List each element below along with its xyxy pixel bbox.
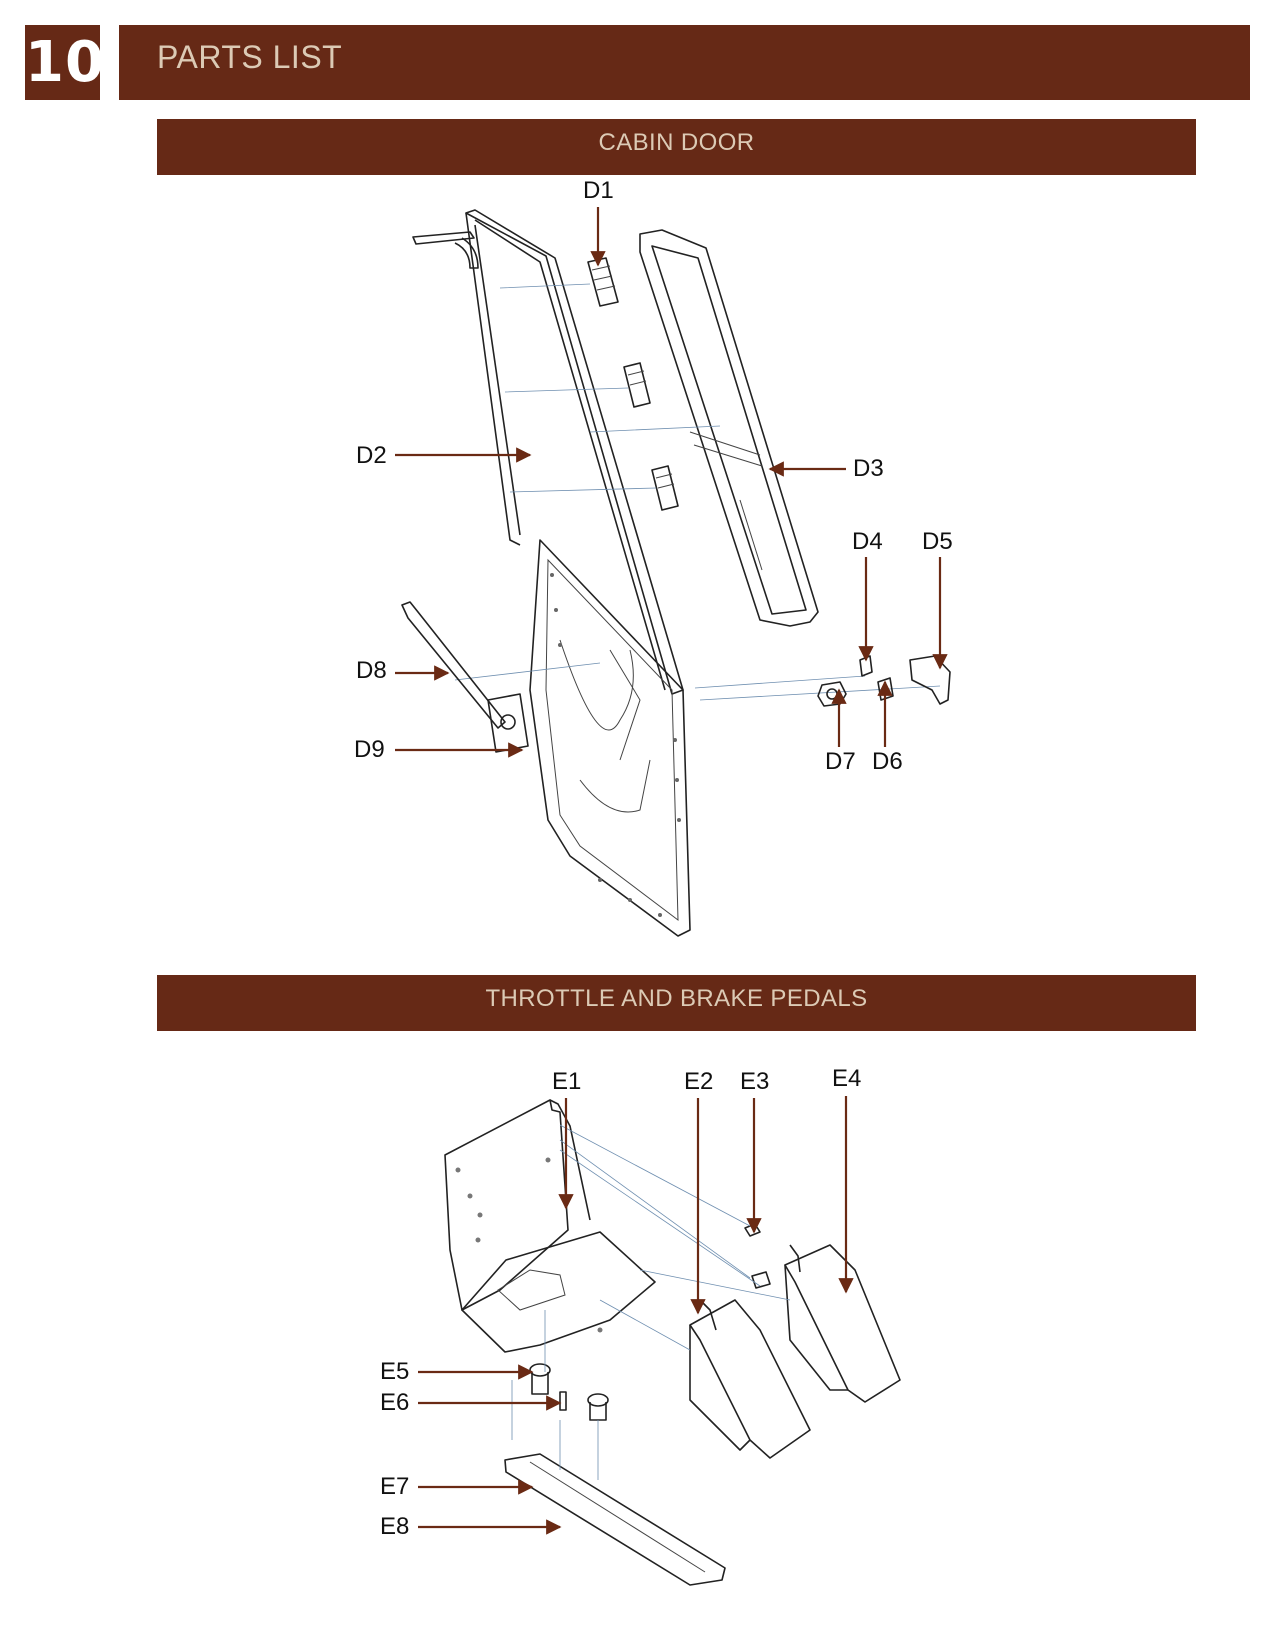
cabin-door-arrows (395, 207, 948, 758)
label-d9: D9 (354, 736, 385, 763)
pedal-labels: E1 E2 E3 E4 E5 E6 E7 E8 (380, 1065, 861, 1540)
pedal-arrows (418, 1096, 854, 1535)
section-title-cabin-door: CABIN DOOR (157, 119, 1196, 175)
cabin-door-drawing (401, 209, 951, 937)
label-d8: D8 (356, 657, 387, 684)
cabin-door-labels: D1 D2 D3 D4 D5 D6 D7 D8 D9 (354, 177, 953, 775)
label-d2: D2 (356, 442, 387, 469)
page-title: PARTS LIST (157, 39, 343, 75)
label-d1: D1 (583, 177, 614, 204)
label-e1: E1 (552, 1068, 581, 1095)
label-e4: E4 (832, 1065, 861, 1092)
label-e3: E3 (740, 1068, 769, 1095)
label-e7: E7 (380, 1473, 409, 1500)
page-number: 10 (25, 25, 104, 100)
label-d7: D7 (825, 748, 856, 775)
label-d4: D4 (852, 528, 883, 555)
label-d6: D6 (872, 748, 903, 775)
label-d3: D3 (853, 455, 884, 482)
label-e5: E5 (380, 1358, 409, 1385)
pedals-drawing (444, 1099, 901, 1586)
label-e8: E8 (380, 1513, 409, 1540)
section-title-pedals: THROTTLE AND BRAKE PEDALS (157, 975, 1196, 1031)
label-e6: E6 (380, 1389, 409, 1416)
header-bar: PARTS LIST (119, 25, 1250, 100)
label-d5: D5 (922, 528, 953, 555)
label-e2: E2 (684, 1068, 713, 1095)
